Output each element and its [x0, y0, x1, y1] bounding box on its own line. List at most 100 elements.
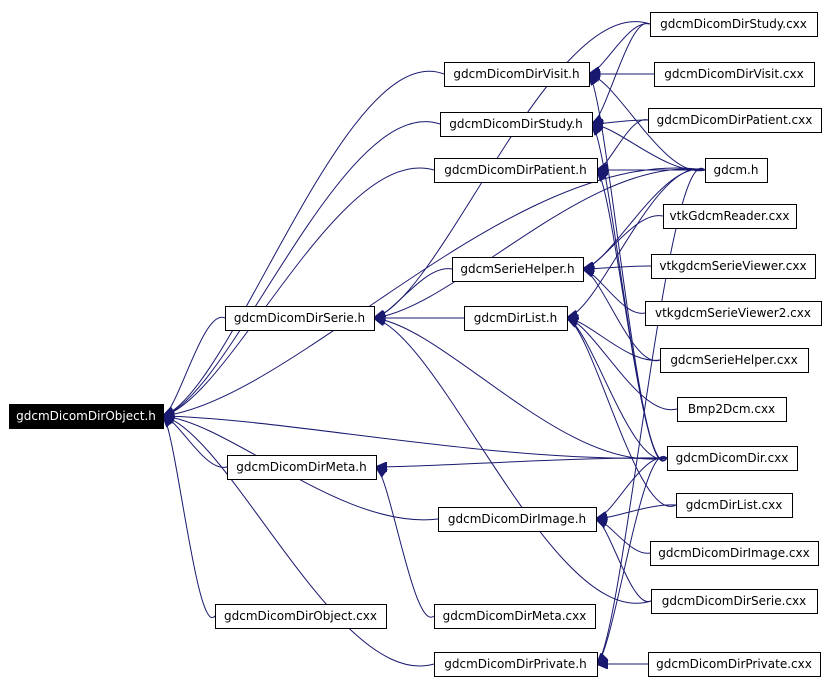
node-meta-h[interactable]: gdcmDicomDirMeta.h — [227, 455, 377, 480]
node-box[interactable] — [440, 112, 593, 137]
node-seriehelper-cxx[interactable]: gdcmSerieHelper.cxx — [660, 348, 809, 373]
edge-serie_cxx-to-serie_h — [374, 318, 652, 604]
node-box[interactable] — [434, 604, 596, 629]
node-label: gdcmDicomDirMeta.cxx — [443, 609, 587, 623]
node-label: gdcm.h — [714, 163, 759, 177]
node-vtkreader[interactable]: vtkGdcmReader.cxx — [663, 204, 797, 229]
node-serie-h[interactable]: gdcmDicomDirSerie.h — [225, 306, 375, 331]
node-box[interactable] — [676, 493, 793, 518]
node-box[interactable] — [434, 652, 598, 677]
node-label: gdcmDicomDirObject.cxx — [224, 609, 377, 623]
node-dicomdir-cxx[interactable]: gdcmDicomDir.cxx — [667, 446, 798, 471]
node-box[interactable] — [434, 158, 598, 183]
node-box[interactable] — [225, 306, 375, 331]
node-box[interactable] — [660, 348, 809, 373]
node-label: gdcmDicomDirPrivate.h — [444, 657, 587, 671]
node-box[interactable] — [651, 589, 818, 614]
node-box[interactable] — [651, 254, 816, 279]
node-dirlist-h[interactable]: gdcmDirList.h — [464, 306, 568, 331]
node-serie-cxx[interactable]: gdcmDicomDirSerie.cxx — [651, 589, 818, 614]
node-vtkviewer2[interactable]: vtkgdcmSerieViewer2.cxx — [645, 301, 822, 326]
node-obj-h[interactable]: gdcmDicomDirObject.h — [9, 404, 164, 429]
edge-dicomdir_cxx-to-obj_h — [163, 416, 668, 459]
node-image-h[interactable]: gdcmDicomDirImage.h — [438, 507, 597, 532]
node-visit-h[interactable]: gdcmDicomDirVisit.h — [444, 62, 590, 87]
node-bmp2dcm[interactable]: Bmp2Dcm.cxx — [677, 397, 787, 422]
edge-study_h-to-obj_h — [163, 121, 441, 416]
node-label: gdcmDirList.h — [474, 311, 557, 325]
node-box[interactable] — [464, 306, 568, 331]
node-patient-h[interactable]: gdcmDicomDirPatient.h — [434, 158, 598, 183]
node-private-cxx[interactable]: gdcmDicomDirPrivate.cxx — [648, 652, 821, 677]
node-layer: gdcmDicomDirObject.h gdcmDicomDirStudy.cx… — [9, 12, 822, 677]
node-box[interactable] — [227, 455, 377, 480]
node-study-cxx[interactable]: gdcmDicomDirStudy.cxx — [650, 12, 818, 37]
edge-vtkviewer-to-seriehelper_h — [583, 266, 652, 269]
edge-dirlist_cxx-to-image_h — [596, 504, 677, 519]
edge-dicomdir_cxx-to-patient_h — [597, 170, 668, 461]
edge-gdcm_h-to-obj_h — [163, 167, 706, 416]
edge-dicomdir_cxx-to-image_h — [596, 457, 668, 519]
node-box[interactable] — [654, 62, 815, 87]
edge-private_h-to-obj_h — [163, 416, 435, 667]
node-box[interactable] — [9, 404, 164, 429]
node-label: gdcmDicomDirImage.h — [448, 512, 586, 526]
node-image-cxx[interactable]: gdcmDicomDirImage.cxx — [650, 541, 819, 566]
edge-dirlist_cxx-to-dirlist_h — [567, 318, 677, 507]
node-box[interactable] — [452, 257, 584, 282]
node-box[interactable] — [650, 12, 818, 37]
node-label: gdcmDicomDirVisit.cxx — [664, 67, 803, 81]
node-meta-cxx[interactable]: gdcmDicomDirMeta.cxx — [434, 604, 596, 629]
edge-seriehelper_cxx-to-seriehelper_h — [583, 269, 661, 362]
edge-dicomdir_cxx-to-study_h — [592, 124, 668, 462]
node-label: vtkgdcmSerieViewer2.cxx — [655, 306, 811, 320]
node-seriehelper-h[interactable]: gdcmSerieHelper.h — [452, 257, 584, 282]
node-label: gdcmDicomDirImage.cxx — [658, 546, 809, 560]
edge-gdcm_h-to-serie_h — [374, 168, 706, 318]
edge-meta_h-to-obj_h — [163, 416, 228, 468]
node-dirlist-cxx[interactable]: gdcmDirList.cxx — [676, 493, 793, 518]
node-label: gdcmDicomDirVisit.h — [453, 67, 579, 81]
node-box[interactable] — [438, 507, 597, 532]
node-label: gdcmDirList.cxx — [686, 498, 783, 512]
node-box[interactable] — [705, 158, 768, 183]
node-box[interactable] — [645, 301, 822, 326]
edge-dicomdir_cxx-to-serie_h — [374, 318, 668, 460]
edge-seriehelper_h-to-serie_h — [374, 268, 453, 318]
node-label: gdcmDicomDirStudy.h — [449, 117, 583, 131]
node-private-h[interactable]: gdcmDicomDirPrivate.h — [434, 652, 598, 677]
node-study-h[interactable]: gdcmDicomDirStudy.h — [440, 112, 593, 137]
node-box[interactable] — [648, 652, 821, 677]
edge-dicomdir_cxx-to-dirlist_h — [567, 318, 668, 460]
node-label: gdcmDicomDirSerie.cxx — [662, 594, 807, 608]
edge-dicomdir_cxx-to-meta_h — [376, 457, 668, 467]
node-box[interactable] — [667, 446, 798, 471]
node-box[interactable] — [677, 397, 787, 422]
node-box[interactable] — [444, 62, 590, 87]
edge-patient_h-to-obj_h — [163, 167, 435, 416]
edge-gdcm_h-to-private_h — [597, 167, 706, 664]
node-box[interactable] — [663, 204, 797, 229]
node-label: Bmp2Dcm.cxx — [688, 402, 775, 416]
node-label: vtkGdcmReader.cxx — [670, 209, 790, 223]
node-vtkviewer[interactable]: vtkgdcmSerieViewer.cxx — [651, 254, 816, 279]
edge-dicomdir_cxx-to-private_h — [597, 455, 668, 664]
edge-vtkviewer2-to-seriehelper_h — [583, 269, 646, 314]
node-box[interactable] — [648, 108, 822, 133]
node-box[interactable] — [215, 604, 387, 629]
node-label: gdcmDicomDirPatient.h — [444, 163, 586, 177]
node-box[interactable] — [650, 541, 819, 566]
node-object-cxx[interactable]: gdcmDicomDirObject.cxx — [215, 604, 387, 629]
node-label: gdcmSerieHelper.cxx — [670, 353, 797, 367]
node-label: gdcmDicomDirPatient.cxx — [657, 113, 813, 127]
node-label: gdcmDicomDir.cxx — [676, 451, 789, 465]
node-label: gdcmDicomDirObject.h — [16, 409, 156, 423]
edge-study_cxx-to-study_h — [592, 22, 651, 124]
edge-layer — [163, 21, 706, 667]
node-gdcm-h[interactable]: gdcm.h — [705, 158, 768, 183]
node-label: vtkgdcmSerieViewer.cxx — [659, 259, 806, 273]
node-visit-cxx[interactable]: gdcmDicomDirVisit.cxx — [654, 62, 815, 87]
node-patient-cxx[interactable]: gdcmDicomDirPatient.cxx — [648, 108, 822, 133]
edge-object_cxx-to-obj_h — [163, 416, 216, 619]
